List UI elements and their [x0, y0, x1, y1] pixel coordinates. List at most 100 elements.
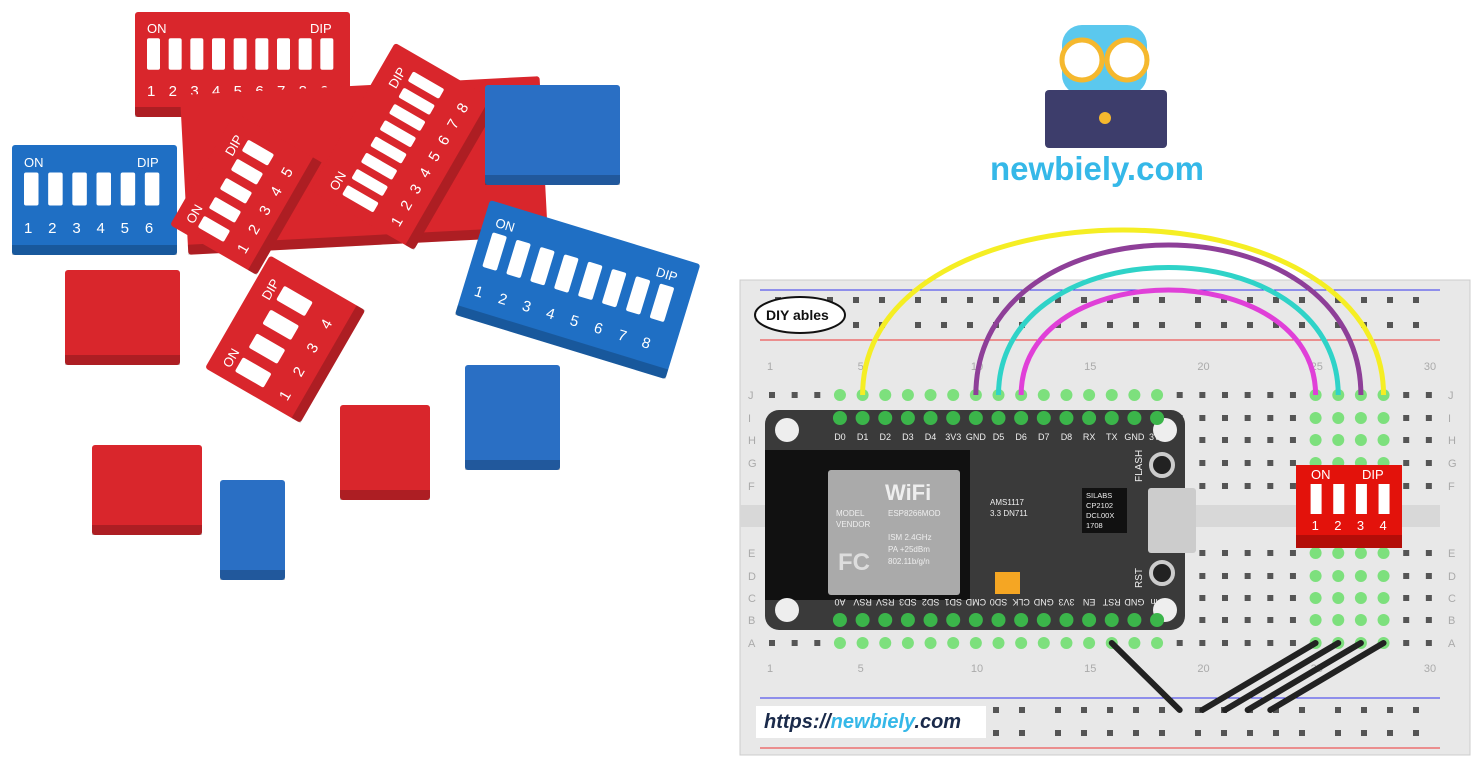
push-button[interactable] [1149, 452, 1175, 478]
rail-hole[interactable] [993, 297, 999, 303]
rail-hole[interactable] [915, 322, 921, 328]
rail-hole[interactable] [1159, 297, 1165, 303]
breadboard-hole[interactable] [1244, 437, 1251, 443]
rail-hole[interactable] [1387, 707, 1393, 713]
breadboard-hole[interactable] [1222, 392, 1228, 398]
breadboard-hole[interactable] [1403, 392, 1410, 398]
rail-hole[interactable] [1195, 707, 1201, 713]
rail-hole[interactable] [1055, 730, 1061, 736]
breadboard-hole[interactable] [791, 392, 798, 398]
rail-hole[interactable] [1107, 322, 1113, 328]
breadboard-hole[interactable] [1222, 573, 1228, 579]
breadboard-hole[interactable] [1244, 415, 1251, 421]
rail-hole[interactable] [1195, 322, 1201, 328]
rail-hole[interactable] [1195, 730, 1201, 736]
breadboard-hole[interactable] [1199, 437, 1206, 443]
rail-hole[interactable] [1133, 322, 1139, 328]
breadboard-hole[interactable] [1176, 640, 1183, 646]
breadboard-hole[interactable] [1267, 617, 1274, 623]
rail-hole[interactable] [967, 322, 973, 328]
breadboard-hole[interactable] [1403, 640, 1410, 646]
breadboard-hole[interactable] [1425, 640, 1432, 646]
breadboard-hole[interactable] [1222, 460, 1228, 466]
breadboard-hole[interactable] [1222, 415, 1228, 421]
breadboard-hole[interactable] [1403, 483, 1410, 489]
rail-hole[interactable] [1133, 707, 1139, 713]
breadboard-hole[interactable] [1222, 550, 1228, 556]
rail-hole[interactable] [1335, 707, 1341, 713]
breadboard-hole[interactable] [1403, 550, 1410, 556]
breadboard-hole[interactable] [1289, 415, 1296, 421]
breadboard-hole[interactable] [791, 640, 798, 646]
breadboard-hole[interactable] [1289, 437, 1296, 443]
breadboard-hole[interactable] [1222, 640, 1228, 646]
rail-hole[interactable] [1299, 707, 1305, 713]
rail-hole[interactable] [1081, 322, 1087, 328]
rail-hole[interactable] [941, 322, 947, 328]
breadboard-hole[interactable] [1199, 550, 1206, 556]
breadboard-hole[interactable] [1425, 460, 1432, 466]
breadboard-hole[interactable] [1176, 392, 1183, 398]
breadboard-hole[interactable] [1267, 595, 1274, 601]
breadboard-hole[interactable] [1289, 483, 1296, 489]
rail-hole[interactable] [1299, 730, 1305, 736]
breadboard-hole[interactable] [814, 640, 821, 646]
breadboard-hole[interactable] [1289, 617, 1296, 623]
rail-hole[interactable] [1335, 730, 1341, 736]
breadboard-hole[interactable] [1403, 573, 1410, 579]
breadboard-hole[interactable] [1425, 550, 1432, 556]
breadboard-hole[interactable] [1222, 617, 1228, 623]
breadboard-hole[interactable] [1199, 595, 1206, 601]
breadboard-hole[interactable] [1199, 617, 1206, 623]
breadboard-hole[interactable] [1289, 573, 1296, 579]
breadboard-hole[interactable] [1403, 460, 1410, 466]
rail-hole[interactable] [1387, 730, 1393, 736]
breadboard-hole[interactable] [1244, 573, 1251, 579]
rail-hole[interactable] [967, 297, 973, 303]
rail-hole[interactable] [1221, 322, 1227, 328]
rail-hole[interactable] [827, 297, 833, 303]
breadboard-hole[interactable] [1267, 437, 1274, 443]
breadboard-hole[interactable] [1199, 573, 1206, 579]
rail-hole[interactable] [993, 707, 999, 713]
rail-hole[interactable] [1159, 322, 1165, 328]
breadboard-hole[interactable] [1289, 460, 1296, 466]
rail-hole[interactable] [1361, 297, 1367, 303]
rail-hole[interactable] [1019, 297, 1025, 303]
rail-hole[interactable] [1133, 730, 1139, 736]
rail-hole[interactable] [1413, 730, 1419, 736]
breadboard-hole[interactable] [1244, 460, 1251, 466]
rail-hole[interactable] [1299, 297, 1305, 303]
rail-hole[interactable] [1159, 730, 1165, 736]
rail-hole[interactable] [1299, 322, 1305, 328]
breadboard-hole[interactable] [1267, 415, 1274, 421]
rail-hole[interactable] [1107, 707, 1113, 713]
breadboard-hole[interactable] [1425, 483, 1432, 489]
push-button[interactable] [1149, 560, 1175, 586]
breadboard-hole[interactable] [1425, 415, 1432, 421]
breadboard-hole[interactable] [1222, 483, 1228, 489]
rail-hole[interactable] [1361, 730, 1367, 736]
breadboard-hole[interactable] [1222, 437, 1228, 443]
rail-hole[interactable] [1273, 297, 1279, 303]
site-url[interactable]: https://newbiely.com [756, 706, 986, 738]
rail-hole[interactable] [1387, 297, 1393, 303]
breadboard-hole[interactable] [1267, 640, 1274, 646]
usb-port[interactable] [1148, 488, 1196, 553]
rail-hole[interactable] [1273, 730, 1279, 736]
breadboard-hole[interactable] [769, 640, 775, 646]
rail-hole[interactable] [1413, 297, 1419, 303]
breadboard-hole[interactable] [1244, 617, 1251, 623]
dip-lever[interactable] [1378, 484, 1390, 514]
rail-hole[interactable] [1081, 297, 1087, 303]
rail-hole[interactable] [1081, 707, 1087, 713]
breadboard-hole[interactable] [1403, 415, 1410, 421]
breadboard-hole[interactable] [1425, 392, 1432, 398]
breadboard-hole[interactable] [1244, 392, 1251, 398]
rail-hole[interactable] [1019, 730, 1025, 736]
rail-hole[interactable] [1133, 297, 1139, 303]
rail-hole[interactable] [1019, 707, 1025, 713]
rail-hole[interactable] [1221, 730, 1227, 736]
dip-lever[interactable] [1355, 484, 1367, 514]
breadboard-hole[interactable] [1425, 595, 1432, 601]
